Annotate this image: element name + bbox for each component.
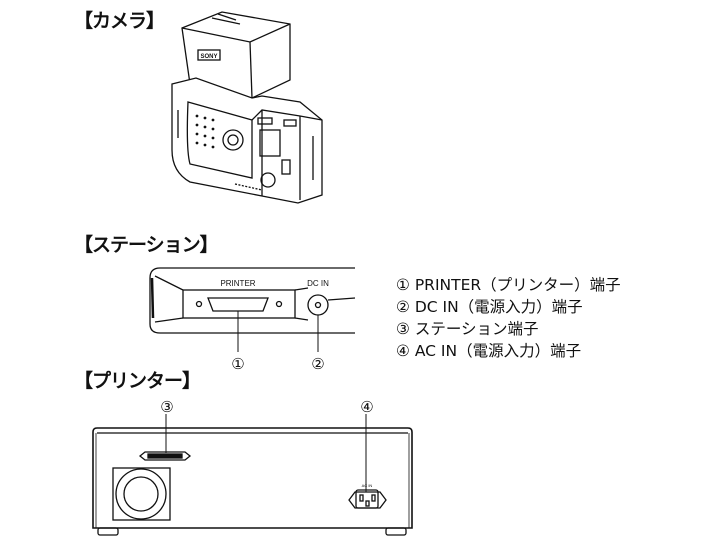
printer-heading: 【プリンター】 xyxy=(74,370,201,392)
callout-1: ① xyxy=(231,355,244,373)
legend-item: ① PRINTER（プリンター）端子 xyxy=(396,276,621,294)
fan-grille xyxy=(112,467,171,521)
terminal-legend: ① PRINTER（プリンター）端子 ② DC IN（電源入力）端子 ③ ステー… xyxy=(396,274,621,362)
camera-heading: 【カメラ】 xyxy=(74,10,165,32)
printer-port-label: PRINTER xyxy=(220,279,255,288)
station-heading: 【ステーション】 xyxy=(74,234,219,256)
camera-illustration: SONY xyxy=(171,11,323,204)
legend-item: ② DC IN（電源入力）端子 xyxy=(396,298,583,316)
sony-logo: SONY xyxy=(200,54,217,60)
printer-port-panel xyxy=(182,289,296,319)
printer-illustration xyxy=(92,414,413,536)
dc-in-jack xyxy=(307,294,329,316)
station-port xyxy=(138,451,192,461)
legend-item: ③ ステーション端子 xyxy=(396,320,539,338)
callout-3: ③ xyxy=(160,398,173,416)
callout-2: ② xyxy=(311,355,324,373)
legend-item: ④ AC IN（電源入力）端子 xyxy=(396,342,582,360)
callout-4: ④ xyxy=(360,398,373,416)
ac-in-label: AC IN xyxy=(362,483,373,488)
station-illustration xyxy=(149,267,356,352)
sony-logo-badge xyxy=(197,49,221,61)
printer-port-connector xyxy=(207,297,269,312)
ac-inlet xyxy=(355,489,379,509)
dc-in-label: DC IN xyxy=(307,279,329,288)
